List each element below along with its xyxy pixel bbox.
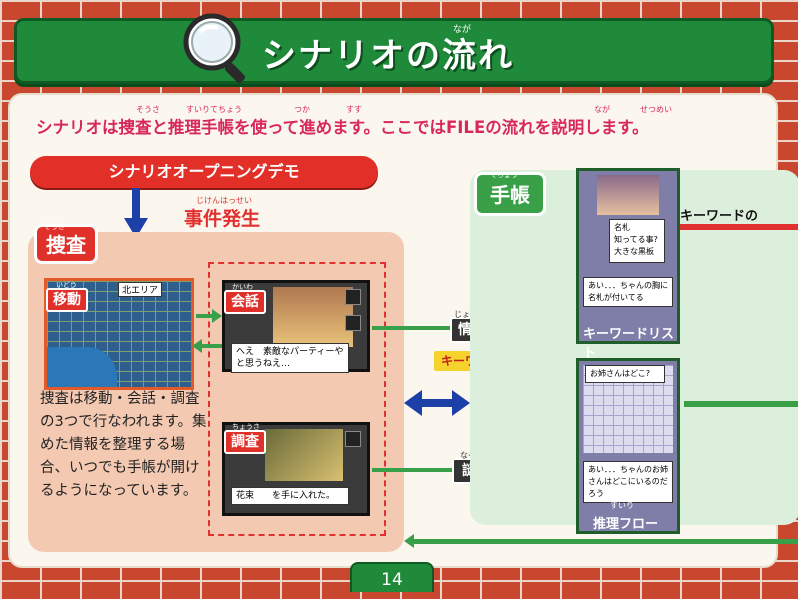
- page-title: シナリオの流れ: [262, 36, 514, 76]
- survey-badge: 調査: [224, 430, 266, 454]
- notebook-tab: 手帳: [474, 172, 546, 216]
- intro-furigana: つか: [294, 105, 310, 114]
- talk-furigana: かいわ: [232, 283, 253, 291]
- arrow-right-icon: [212, 309, 222, 323]
- keyword-side-label: キーワードの: [680, 209, 759, 224]
- title-bar: [14, 18, 774, 84]
- connector-line: [196, 314, 216, 318]
- keyword-list-title: キーワードリスト: [583, 327, 675, 361]
- character-portrait: [597, 175, 659, 215]
- reasoning-flow-screenshot: お姉さんはどこ? あい．．．ちゃんのお姉さんはどこにいるのだろう 推理フロー: [576, 358, 680, 534]
- opening-demo-banner: シナリオオープニングデモ: [30, 156, 378, 188]
- intro-furigana: なが: [594, 105, 610, 114]
- intro-furigana: すいりてちょう: [186, 105, 242, 114]
- investigation-tab: 捜査: [34, 224, 98, 264]
- map-area-label: 北エリア: [118, 282, 163, 297]
- bouquet-image: [265, 429, 343, 481]
- notebook-furigana: てちょう: [490, 171, 518, 179]
- intro-furigana: せつめい: [640, 105, 672, 114]
- down-arrow-icon: [124, 188, 148, 238]
- magnifier-icon: [183, 13, 246, 84]
- mystery-furigana: なぞ: [460, 451, 476, 460]
- investigation-actions-box: [208, 262, 386, 536]
- survey-screenshot: 花束 を手に入れた。: [222, 422, 370, 516]
- survey-furigana: ちょうさ: [232, 423, 260, 431]
- page-number: 14: [350, 562, 434, 592]
- investigation-furigana: そうさ: [44, 223, 65, 231]
- screen-side-buttons: [345, 431, 363, 511]
- keyword-items: 名札 知ってる事? 大きな黒板: [609, 219, 665, 263]
- intro-text: シナリオは捜査と推理手帳を使って進めます。ここではFILEの流れを説明します。: [36, 118, 649, 137]
- arrow-left-icon: [404, 534, 414, 548]
- incident-furigana: じけんはっせい: [196, 196, 252, 205]
- survey-dialog: 花束 を手に入れた。: [231, 487, 349, 505]
- reasoning-header: お姉さんはどこ?: [585, 365, 665, 383]
- reasoning-furigana: すいり: [610, 501, 634, 510]
- connector-line: [200, 344, 222, 348]
- talk-dialog: へえ 素敵なパーティーやと思うねえ…: [231, 343, 349, 373]
- bidirectional-arrow-icon: [404, 390, 470, 416]
- intro-furigana: そうさ: [136, 105, 160, 114]
- incident-label: 事件発生: [184, 208, 261, 230]
- investigation-description: 捜査は移動・会話・調査の3つで行なわれます。集めた情報を整理する場合、いつでも手…: [40, 391, 207, 499]
- move-badge: 移動: [46, 288, 88, 312]
- arrow-left-icon: [192, 339, 202, 353]
- map-water: [47, 347, 117, 387]
- keyword-dialog: あい．．．ちゃんの胸に名札が付いてる: [583, 277, 673, 307]
- red-strip: [680, 224, 798, 230]
- title-furigana: なが: [453, 25, 472, 35]
- reasoning-dialog: あい．．．ちゃんのお姉さんはどこにいるのだろう: [583, 461, 673, 503]
- reasoning-flow-title: 推理フロー: [593, 517, 659, 532]
- talk-badge: 会話: [224, 290, 266, 314]
- return-line: [414, 539, 798, 544]
- move-furigana: いどう: [56, 281, 77, 289]
- intro-furigana: すす: [346, 105, 362, 114]
- keyword-list-screenshot: 名札 知ってる事? 大きな黒板 あい．．．ちゃんの胸に名札が付いてる キーワード…: [576, 168, 680, 361]
- green-strip: [684, 401, 798, 407]
- screen-side-buttons: [345, 289, 363, 369]
- character-portrait: [273, 287, 353, 347]
